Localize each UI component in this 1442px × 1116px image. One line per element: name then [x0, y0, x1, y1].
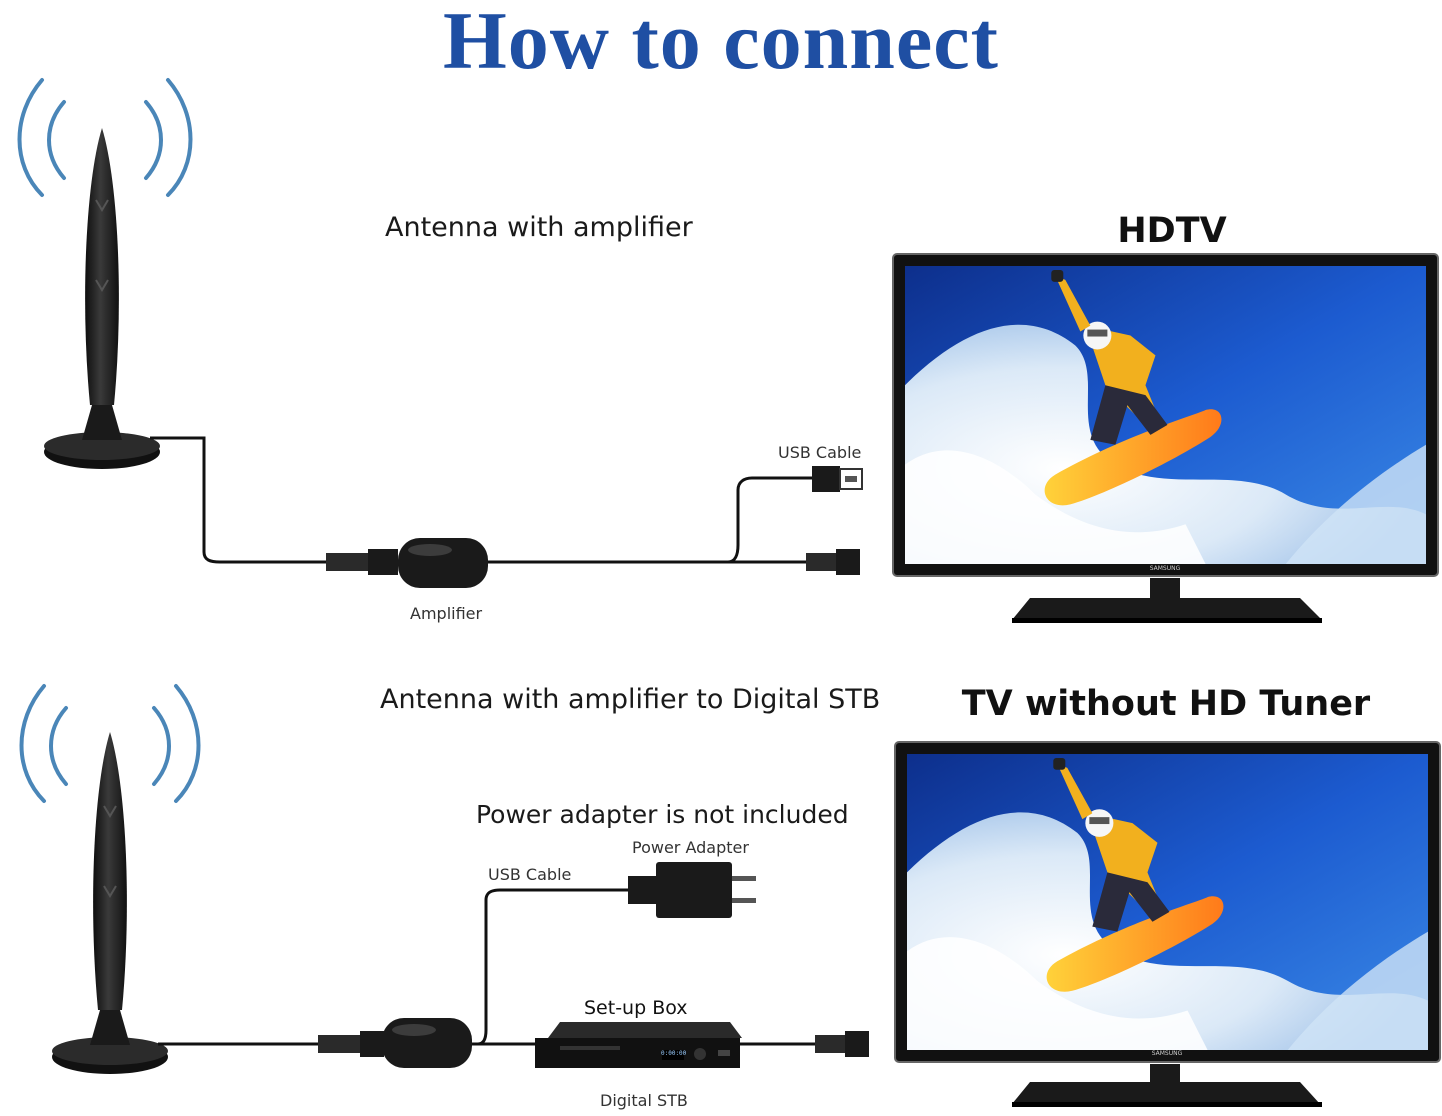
power-adapter-label: Power Adapter — [632, 838, 749, 857]
stb-display: 0:00:00 — [661, 1050, 687, 1057]
tv-heading: HDTV — [1117, 211, 1227, 251]
coax-cable — [158, 888, 815, 1046]
tv-brand-logo: SAMSUNG — [1151, 1050, 1183, 1057]
setup-box-label: Set-up Box — [584, 997, 688, 1019]
power-adapter-icon — [628, 862, 756, 918]
tv-brand-logo: SAMSUNG — [1149, 565, 1181, 572]
page-title: How to connect — [442, 0, 999, 86]
setup-box-icon — [535, 1022, 742, 1068]
coax-connector-icon — [815, 1031, 869, 1057]
tv-heading: TV without HD Tuner — [961, 684, 1371, 724]
antenna-icon — [52, 732, 168, 1074]
coax-cable — [150, 436, 812, 564]
usb-cable-label: USB Cable — [778, 443, 862, 462]
section-caption: Antenna with amplifier to Digital STB — [380, 684, 881, 715]
hdtv-icon — [892, 253, 1439, 623]
signal-wave-icon — [19, 684, 201, 803]
signal-wave-icon — [17, 78, 193, 197]
note-text: Power adapter is not included — [476, 800, 849, 829]
section-caption: Antenna with amplifier — [385, 212, 693, 243]
amplifier-label: Amplifier — [410, 604, 483, 623]
usb-cable-label: USB Cable — [488, 865, 572, 884]
antenna-icon — [44, 128, 160, 469]
amplifier-icon — [318, 1018, 472, 1068]
digital-stb-label: Digital STB — [600, 1091, 688, 1110]
tv-icon — [894, 741, 1441, 1107]
coax-connector-icon — [806, 549, 860, 575]
usb-plug-icon — [812, 466, 863, 492]
amplifier-icon — [326, 538, 488, 588]
